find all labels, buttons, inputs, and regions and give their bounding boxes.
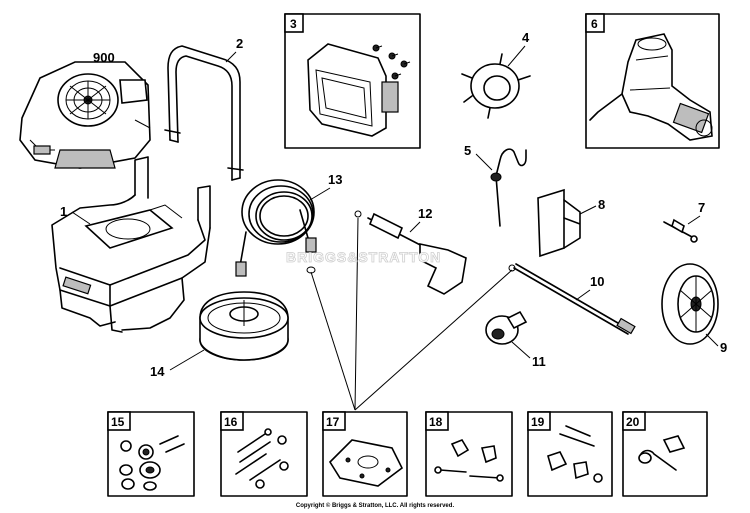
box-label-3: 3 bbox=[290, 17, 297, 31]
hardware-20[interactable] bbox=[638, 435, 686, 471]
box-label-15: 15 bbox=[111, 415, 125, 429]
callout-11: 11 bbox=[532, 354, 546, 369]
lance-10[interactable] bbox=[508, 263, 636, 335]
hardware-17[interactable] bbox=[328, 439, 404, 487]
pump-6[interactable] bbox=[589, 33, 713, 141]
spray-gun-12[interactable] bbox=[354, 210, 467, 295]
hardware-19[interactable] bbox=[547, 425, 603, 483]
callout-4: 4 bbox=[522, 30, 530, 45]
callout-14: 14 bbox=[150, 364, 165, 379]
callout-9: 9 bbox=[720, 340, 727, 355]
box-6 bbox=[585, 13, 720, 149]
box-label-6: 6 bbox=[591, 17, 598, 31]
wheel-9[interactable] bbox=[661, 263, 719, 345]
box-17 bbox=[322, 411, 408, 497]
hardware-18[interactable] bbox=[434, 439, 504, 482]
watermark: BRIGGS&STRATTON bbox=[286, 249, 441, 265]
box-19 bbox=[527, 411, 613, 497]
hardware-16[interactable] bbox=[235, 428, 289, 489]
box-label-20: 20 bbox=[626, 415, 640, 429]
nozzle-11[interactable] bbox=[485, 310, 528, 345]
box-18 bbox=[425, 411, 513, 497]
handle-2[interactable] bbox=[164, 45, 244, 181]
callout-5: 5 bbox=[464, 143, 471, 158]
part-4[interactable] bbox=[461, 53, 531, 119]
callout-7: 7 bbox=[698, 200, 705, 215]
callout-900: 900 bbox=[93, 50, 115, 65]
box-16 bbox=[220, 411, 308, 497]
cable-5[interactable] bbox=[490, 148, 527, 227]
box-20 bbox=[622, 411, 708, 497]
engine-900[interactable] bbox=[19, 61, 151, 169]
surface-cleaner-14[interactable] bbox=[199, 291, 289, 361]
callout-8: 8 bbox=[598, 197, 605, 212]
box-15 bbox=[107, 411, 195, 497]
callout-13: 13 bbox=[328, 172, 342, 187]
hose-13[interactable] bbox=[235, 179, 317, 277]
hardware-15[interactable] bbox=[119, 435, 185, 491]
box-3 bbox=[284, 13, 421, 149]
callout-12: 12 bbox=[418, 206, 432, 221]
callout-1: 1 bbox=[60, 204, 67, 219]
box-label-18: 18 bbox=[429, 415, 443, 429]
copyright-footer: Copyright © Briggs & Stratton, LLC. All … bbox=[295, 503, 455, 509]
box-label-17: 17 bbox=[326, 415, 340, 429]
callout-10: 10 bbox=[590, 274, 604, 289]
frame-1[interactable] bbox=[51, 156, 211, 333]
box-label-16: 16 bbox=[224, 415, 238, 429]
box-label-19: 19 bbox=[531, 415, 545, 429]
axle-7[interactable] bbox=[663, 218, 698, 243]
control-panel-3[interactable] bbox=[307, 43, 411, 137]
bracket-8[interactable] bbox=[537, 188, 581, 258]
leader-lines-17 bbox=[310, 217, 513, 411]
callout-2: 2 bbox=[236, 36, 243, 51]
